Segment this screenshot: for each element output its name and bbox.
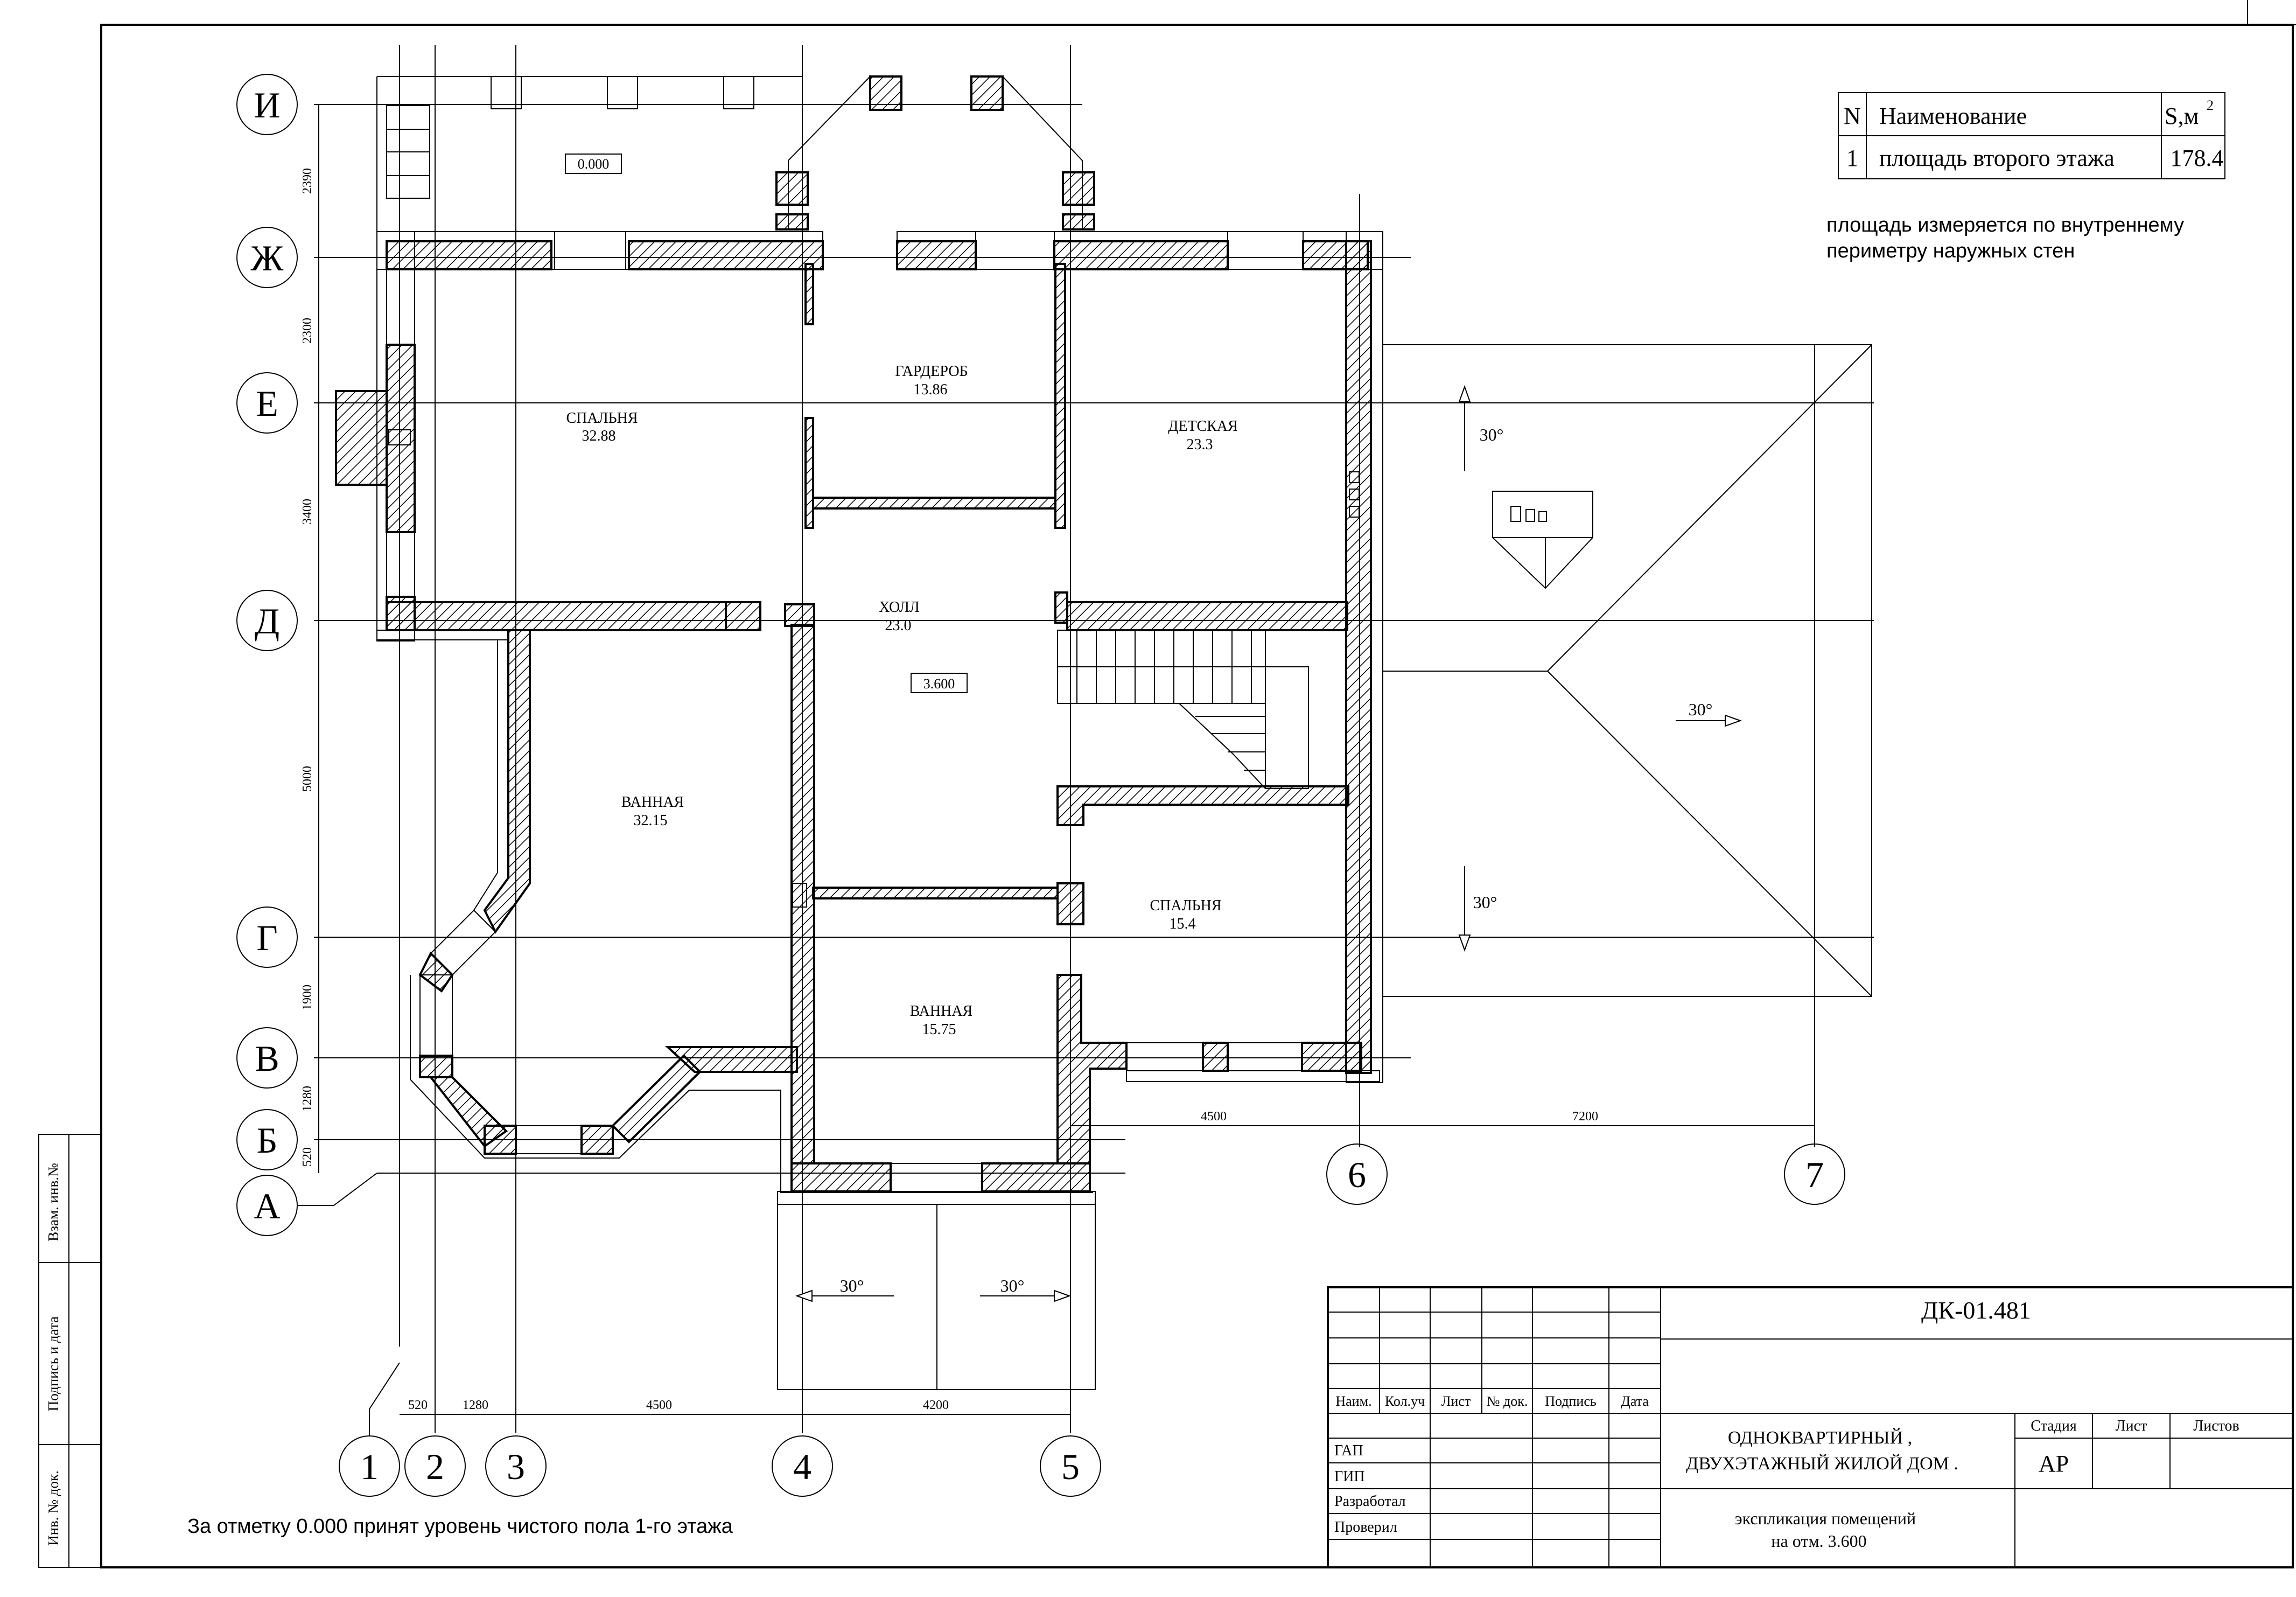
dim-v-3400: 3400 (300, 499, 314, 525)
room-name-bedroom-2: СПАЛЬНЯ (1150, 897, 1221, 914)
slope-label-porch-left: 30° (840, 1276, 864, 1295)
room-labels: СПАЛЬНЯ 32.88 ГАРДЕРОБ 13.86 ДЕТСКАЯ 23.… (566, 363, 1237, 1038)
axis-label-Д: Д (255, 601, 279, 641)
room-area-nursery: 23.3 (1187, 436, 1213, 453)
title-header-doc: № док. (1487, 1393, 1528, 1409)
title-header-name: Наим. (1335, 1393, 1371, 1409)
area-table-col-s-sup: 2 (2207, 97, 2214, 113)
title-header-qty: Кол.уч (1385, 1393, 1425, 1409)
axis-label-Ж: Ж (251, 238, 284, 278)
title-code: ДК-01.481 (1921, 1296, 2031, 1324)
title-project-line1: ОДНОКВАРТИРНЫЙ , (1728, 1428, 1912, 1448)
interior-walls (804, 263, 1349, 925)
note-zero-level: За отметку 0.000 принят уровень чистого … (187, 1515, 733, 1538)
axis-label-1: 1 (360, 1446, 379, 1487)
title-header-date: Дата (1621, 1393, 1649, 1409)
area-table-row-s: 178.4 (2171, 145, 2224, 171)
dim-v-2390: 2390 (300, 168, 314, 194)
axis-bubbles-letters: И Ж Е Д Г В Б А (236, 74, 377, 1236)
axis-label-А: А (254, 1185, 280, 1226)
title-project-line2: ДВУХЭТАЖНЫЙ ЖИЛОЙ ДОМ . (1686, 1454, 1958, 1474)
area-table-col-name: Наименование (1879, 103, 2027, 129)
room-area-hall: 23.0 (885, 617, 912, 634)
title-header-sheet: Лист (1441, 1393, 1471, 1409)
title-sheet-line1: экспликация помещений (1735, 1509, 1916, 1528)
dim-v-1900: 1900 (300, 985, 314, 1010)
dim-h-520: 520 (408, 1398, 428, 1412)
area-table: N Наименование S,м 2 1 площадь второго э… (1838, 92, 2225, 179)
area-table-row-n: 1 (1846, 145, 1858, 171)
right-roof: 30° 30° 30° (1382, 344, 1872, 997)
slope-label-porch-right: 30° (1000, 1276, 1025, 1295)
title-role-developer: Разработал (1334, 1493, 1406, 1510)
title-header-sign: Подпись (1545, 1393, 1597, 1409)
room-area-bathroom-2: 15.75 (922, 1021, 956, 1038)
note-area-line2: периметру наружных стен (1826, 240, 2075, 262)
axis-label-Е: Е (256, 383, 278, 424)
room-name-bathroom-1: ВАННАЯ (621, 794, 684, 811)
porch-roof: 30° 30° (777, 1204, 1096, 1390)
dim-r-7200: 7200 (1572, 1110, 1598, 1124)
slope-label-roof-bottom: 30° (1473, 892, 1497, 912)
level-mark-3600: 3.600 (923, 676, 955, 692)
side-stamp: Взам. инв.№ Подпись и дата Инв. № док. (38, 1134, 102, 1568)
dim-v-2300: 2300 (300, 318, 314, 344)
axis-label-Г: Г (256, 917, 277, 958)
exterior-walls (335, 231, 1383, 1205)
dim-h-4200: 4200 (923, 1398, 949, 1412)
title-sheet-header: Лист (2116, 1418, 2147, 1434)
area-table-row-name: площадь второго этажа (1879, 145, 2115, 171)
room-name-bedroom-1: СПАЛЬНЯ (566, 410, 638, 427)
dimensions: 2390 2300 3400 5000 1900 1280 520 520 12… (300, 104, 1815, 1415)
stamp-inv-doc: Инв. № док. (45, 1470, 61, 1546)
axis-label-3: 3 (507, 1446, 525, 1487)
stamp-replace-inv: Взам. инв.№ (45, 1163, 61, 1241)
dim-r-4500: 4500 (1201, 1110, 1227, 1124)
room-name-bathroom-2: ВАННАЯ (910, 1003, 972, 1020)
title-stage-value: АР (2039, 1450, 2069, 1477)
room-area-wardrobe: 13.86 (914, 381, 948, 398)
area-table-col-s: S,м (2165, 103, 2199, 129)
slope-label-roof-top: 30° (1480, 425, 1504, 444)
room-name-nursery: ДЕТСКАЯ (1168, 418, 1238, 435)
dim-h-4500: 4500 (646, 1398, 672, 1412)
dim-v-520: 520 (300, 1147, 314, 1167)
room-area-bathroom-1: 32.15 (634, 812, 668, 829)
title-role-gip: ГИП (1334, 1468, 1365, 1485)
axis-label-6: 6 (1348, 1154, 1366, 1195)
axis-label-И: И (254, 85, 280, 125)
title-block: ДК-01.481 Наим. Кол.уч Лист № док. Подпи… (1327, 1286, 2294, 1568)
dim-h-1280: 1280 (463, 1398, 488, 1412)
slope-label-roof-mid: 30° (1689, 700, 1713, 719)
axis-label-7: 7 (1805, 1154, 1824, 1195)
title-role-gap: ГАП (1334, 1442, 1363, 1459)
axis-label-В: В (255, 1038, 279, 1079)
sheet-frame (100, 24, 2294, 1568)
note-area-line1: площадь измеряется по внутреннему (1826, 214, 2184, 236)
room-area-bedroom-2: 15.4 (1170, 916, 1196, 932)
room-area-bedroom-1: 32.88 (582, 428, 616, 444)
title-sheets-header: Листов (2193, 1418, 2239, 1434)
level-mark-0000: 0.000 (578, 156, 610, 172)
title-role-checker: Проверил (1334, 1519, 1397, 1536)
axis-label-4: 4 (793, 1446, 811, 1487)
area-table-col-n: N (1844, 103, 1861, 129)
balcony-outline: 0.000 (376, 75, 1095, 232)
axis-label-5: 5 (1061, 1446, 1080, 1487)
axis-bubbles-numbers: 1 2 3 4 5 6 7 (339, 1143, 1845, 1497)
stairs (1057, 630, 1309, 789)
dim-v-5000: 5000 (300, 766, 314, 792)
dim-v-1280: 1280 (300, 1086, 314, 1112)
axis-label-2: 2 (426, 1446, 444, 1487)
room-name-hall: ХОЛЛ (879, 599, 920, 616)
title-sheet-line2: на отм. 3.600 (1771, 1531, 1866, 1551)
title-stage-header: Стадия (2031, 1418, 2077, 1434)
room-name-wardrobe: ГАРДЕРОБ (895, 363, 968, 380)
axis-label-Б: Б (256, 1120, 277, 1161)
stamp-sign-date: Подпись и дата (45, 1316, 61, 1411)
